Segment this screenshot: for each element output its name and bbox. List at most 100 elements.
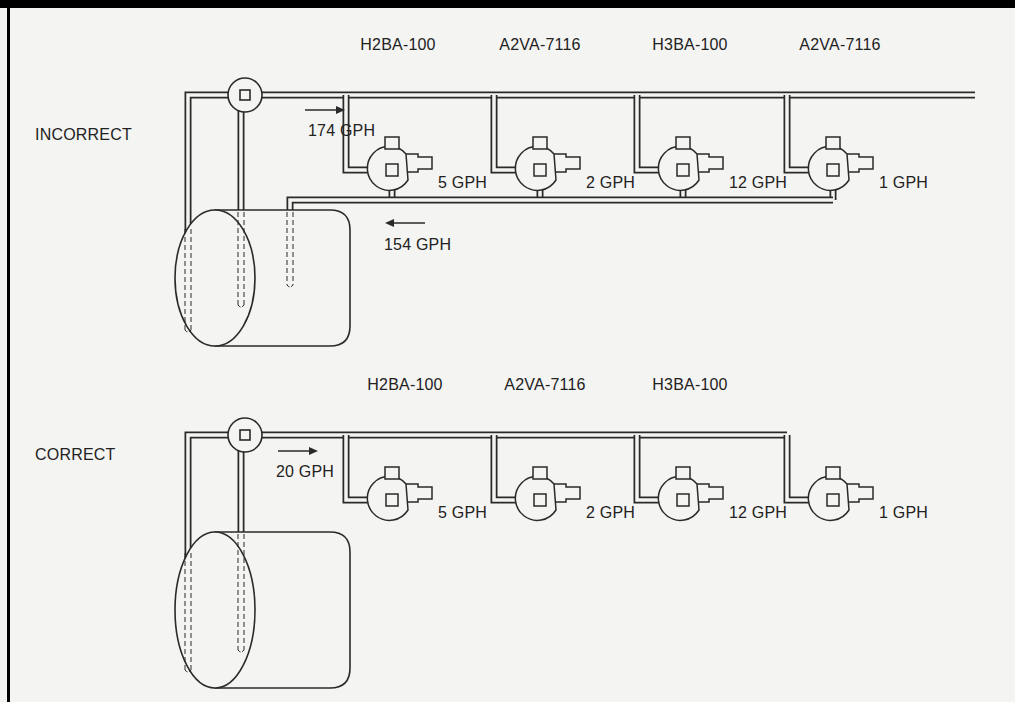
pump-volute [658,476,699,520]
dip-tube-hidden [287,212,288,285]
tank-end [175,210,255,346]
burner-pump [515,467,580,520]
fitting-tee [240,430,250,440]
burner-pump [658,467,723,520]
dip-tube-end [238,305,244,307]
pump-outlet [695,484,723,502]
burner-pump [367,467,432,520]
pump-model: H2BA-100 [360,36,435,54]
burner-pump [658,137,723,190]
flow-arrow-line [278,450,312,451]
burner-pump [367,137,432,190]
pipe-bore [637,95,663,170]
burner-pump [808,137,873,190]
pump-port [827,494,839,506]
pump-volute [808,476,849,520]
pump-volute [515,146,556,190]
pump-volute [808,146,849,190]
pump-model: H3BA-100 [652,36,727,54]
pump-port [677,494,689,506]
nozzle-rate: 12 GPH [729,504,787,522]
pump-volute [515,476,556,520]
pipe-outline [494,95,520,170]
pump-inlet [533,467,547,479]
burner-pump [515,137,580,190]
pump-inlet [385,137,399,149]
dip-tube-hidden [191,553,192,670]
pump-port [386,164,398,176]
dip-tube-hidden [185,229,186,330]
pump-inlet [676,137,690,149]
pipe-bore [494,95,520,170]
pump-inlet [385,467,399,479]
pump-port [534,494,546,506]
flow-rate: 154 GPH [384,236,451,254]
nozzle-rate: 5 GPH [438,504,487,522]
pump-inlet [676,467,690,479]
pump-outlet [845,154,873,172]
burner-pump [808,467,873,520]
pump-port [534,164,546,176]
dip-tube-hidden [293,212,294,285]
pump-outlet [845,484,873,502]
pump-model: A2VA-7116 [499,36,580,54]
tank-end [175,532,255,688]
diagram-heading: INCORRECT [35,126,132,144]
pump-volute [658,146,699,190]
fitting-tee [240,90,250,100]
pipe-outline [637,95,663,170]
nozzle-rate: 12 GPH [729,174,787,192]
pipe-outline [787,95,813,170]
tank-fitting [228,418,262,452]
tank-fitting [228,78,262,112]
pump-volute [367,146,408,190]
dip-tube-hidden [185,553,186,670]
nozzle-rate: 1 GPH [879,504,928,522]
dip-tube-hidden [238,534,239,650]
pipe-bore [245,433,787,437]
pipe-bore [245,93,975,97]
flow-arrow-line [391,222,425,223]
pump-model: A2VA-7116 [504,376,585,394]
flow-arrow-head [385,219,394,227]
pump-port [677,164,689,176]
frame-top-bar [0,0,1015,8]
dip-tube-hidden [238,212,239,305]
pump-outlet [404,484,432,502]
dip-tube-hidden [244,212,245,305]
pump-inlet [826,467,840,479]
flow-arrow-head [336,106,345,114]
diagram-heading: CORRECT [35,446,116,464]
dip-tube-end [185,330,191,332]
pump-outlet [552,154,580,172]
pump-volute [367,476,408,520]
pipe-outline [245,92,975,99]
nozzle-rate: 5 GPH [438,174,487,192]
pipe-outline [245,432,787,439]
flow-arrow-head [309,447,318,455]
pump-model: H3BA-100 [652,376,727,394]
flow-rate: 174 GPH [308,122,375,140]
pump-outlet [552,484,580,502]
nozzle-rate: 2 GPH [586,504,635,522]
pipe-outline [290,200,833,260]
pump-port [827,164,839,176]
dip-tube-end [185,670,191,672]
pump-port [386,494,398,506]
dip-tube-end [238,650,244,652]
dip-tube-end [287,285,293,287]
pump-outlet [695,154,723,172]
frame-left-border [7,8,10,702]
dip-tube-hidden [191,229,192,330]
pipe-bore [290,200,833,260]
pump-model: A2VA-7116 [799,36,880,54]
flow-rate: 20 GPH [276,463,334,481]
pump-inlet [533,137,547,149]
nozzle-rate: 2 GPH [586,174,635,192]
nozzle-rate: 1 GPH [879,174,928,192]
pipe-bore [787,95,813,170]
pump-inlet [826,137,840,149]
pump-outlet [404,154,432,172]
